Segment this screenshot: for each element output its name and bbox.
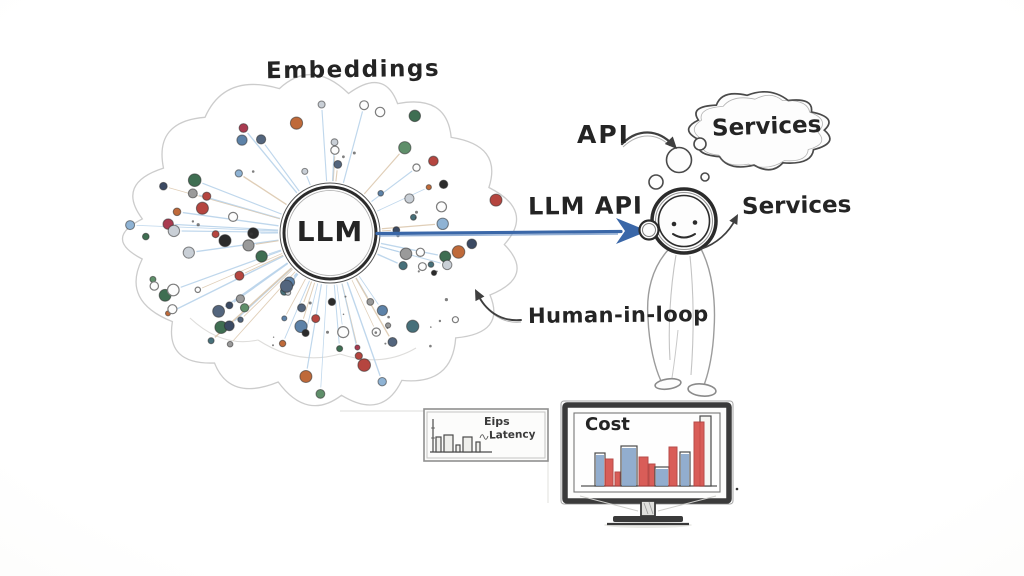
thought-bubble xyxy=(648,90,831,190)
person-face xyxy=(671,220,698,239)
human-in-loop-arrow xyxy=(475,289,522,323)
api-arrow xyxy=(620,131,677,149)
embedding-dots xyxy=(125,100,503,399)
services-side-arrow xyxy=(700,214,738,250)
stray-ink-dot xyxy=(735,487,739,491)
cost-chart-title: Cost xyxy=(585,414,630,435)
monitor-stand xyxy=(579,495,717,528)
api-label: API xyxy=(577,120,630,149)
embeddings-label: Embeddings xyxy=(265,55,441,85)
cost-bar-chart xyxy=(581,415,717,487)
metrics-box-label-2: Latency xyxy=(488,428,536,442)
services-side-label: Services xyxy=(741,192,852,220)
metrics-box xyxy=(340,408,549,503)
person-figure xyxy=(638,187,718,397)
llm-node xyxy=(279,182,381,284)
llm-api-arrow xyxy=(375,218,648,244)
embeddings-cloud xyxy=(122,74,518,407)
llm-api-arrow-label: LLM API xyxy=(527,191,644,221)
llm-node-label: LLM xyxy=(296,215,364,248)
services-thought-label: Services xyxy=(711,111,822,142)
human-in-loop-label: Human-in-loop xyxy=(527,302,709,328)
metrics-box-label-1: Eips xyxy=(484,415,510,428)
